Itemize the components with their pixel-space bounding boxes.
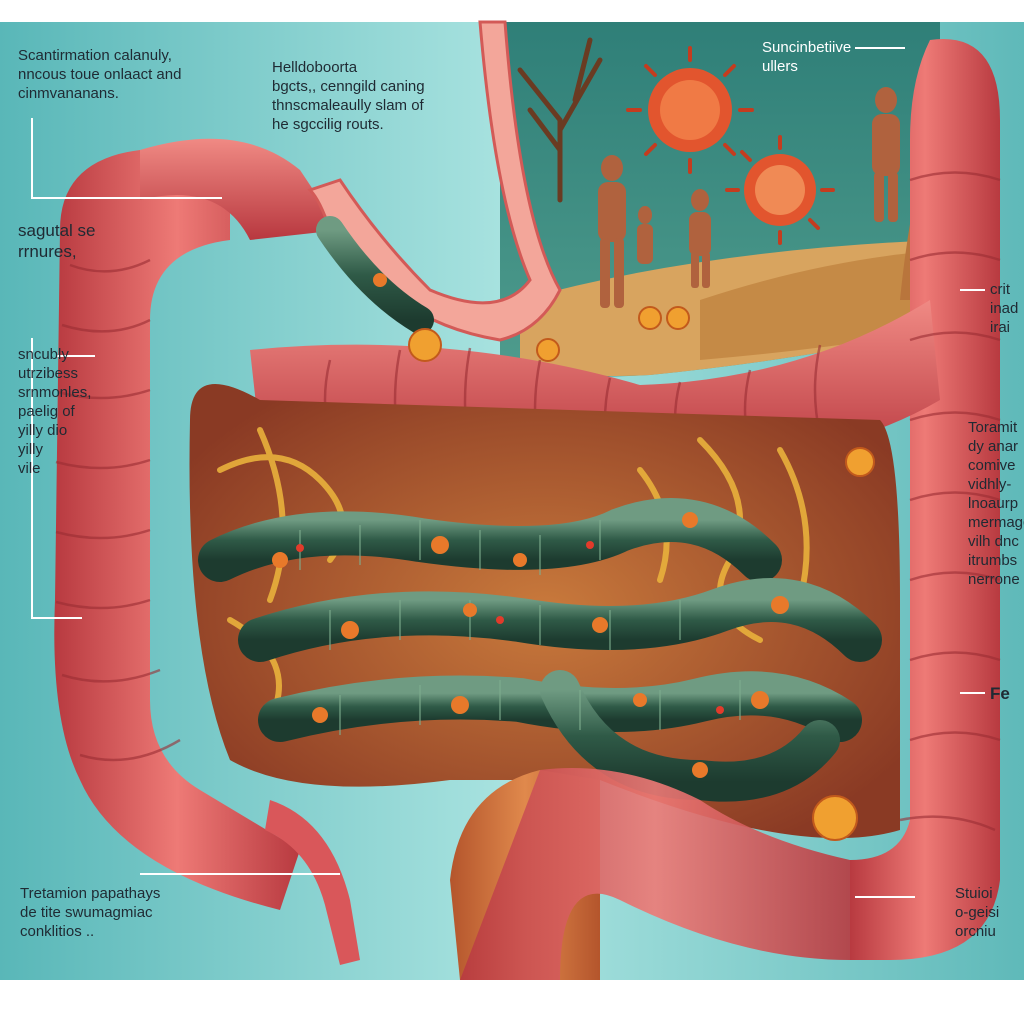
label-line: Tretamion papathays (20, 885, 161, 902)
label-title: sncubly (18, 346, 69, 363)
label-line: vilh dnc (968, 533, 1019, 550)
label-line: yilly dio (18, 422, 68, 439)
label-left-lower: sncubly utrzibess srnmonles, paelig of y… (18, 345, 91, 478)
label-line: lnoaurp (968, 495, 1019, 512)
label-line: de tite swumagmiac (20, 904, 153, 921)
label-line: he sgccilig routs. (272, 116, 384, 133)
label-line: comive (968, 457, 1016, 474)
label-line: Suncinbetiive (762, 39, 852, 56)
label-right-low: Stuioi o-geisi orcniu (955, 884, 999, 941)
label-line: utrzibess (18, 365, 79, 382)
label-line: itrumbs (968, 552, 1018, 569)
label-line: irai (990, 319, 1011, 336)
label-right-top: crit inad irai (990, 280, 1018, 337)
label-line: bgcts,, cenngild caning (272, 78, 425, 95)
label-line: Scantirmation calanuly, (18, 47, 172, 64)
label-line: srnmonles, (18, 384, 92, 401)
label-title: Helldoboorta (272, 59, 358, 76)
label-line: thnscmaleaully slam of (272, 97, 424, 114)
label-right-fe: Fe (990, 683, 1010, 704)
label-line: vile (18, 460, 41, 477)
label-line: yilly (18, 441, 43, 458)
label-line: orcniu (955, 923, 996, 940)
label-right-mid: Toramit dy anar comive vidhly- lnoaurp m… (968, 418, 1024, 589)
label-line: conklitios .. (20, 923, 95, 940)
label-line: sagutal se (18, 221, 96, 240)
label-line: inad (990, 300, 1019, 317)
label-line: dy anar (968, 438, 1019, 455)
label-line: mermagc (968, 514, 1024, 531)
label-line: crit (990, 281, 1010, 298)
label-line: o-geisi (955, 904, 1000, 921)
label-line: cinmvananans. (18, 85, 119, 102)
label-line: vidhly- (968, 476, 1012, 493)
label-top-left: Scantirmation calanuly, nncous toue onla… (18, 46, 181, 103)
label-line: nerrone (968, 571, 1020, 588)
label-line: Fe (990, 684, 1010, 703)
label-top-right: Suncinbetiive ullers (762, 38, 851, 76)
label-left-mid: sagutal se rrnures, (18, 220, 96, 262)
label-line: Toramit (968, 419, 1018, 436)
label-top-center: Helldoboorta bgcts,, cenngild caning thn… (272, 58, 425, 134)
label-line: paelig of (18, 403, 75, 420)
label-line: ullers (762, 58, 798, 75)
label-line: nncous toue onlaact and (18, 66, 182, 83)
label-line: Stuioi (955, 885, 993, 902)
label-bottom-left: Tretamion papathays de tite swumagmiac c… (20, 884, 160, 941)
label-line: rrnures, (18, 242, 77, 261)
